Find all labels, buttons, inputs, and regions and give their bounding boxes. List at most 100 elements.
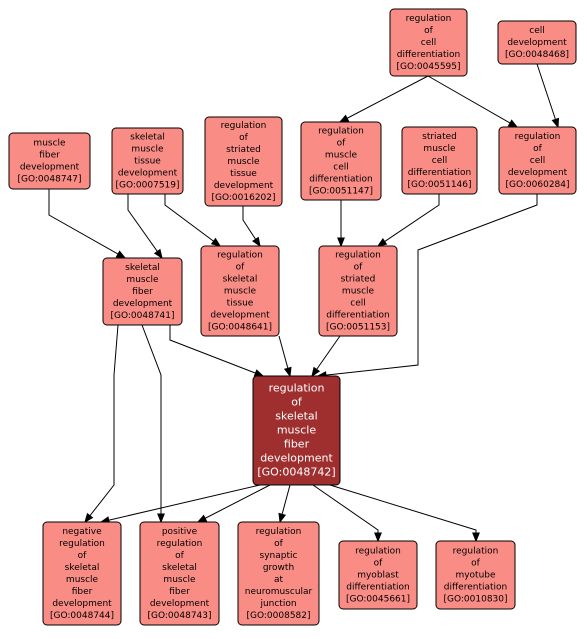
node-label-line: of: [291, 396, 303, 409]
node-label-line: differentiation: [326, 311, 389, 321]
edge-arrowhead: [252, 236, 261, 248]
node-label-line: of: [78, 551, 88, 561]
go-term-node-striated-muscle-cell-diff[interactable]: striatedmusclecelldifferentiation[GO:005…: [401, 126, 478, 195]
edge-line: [100, 484, 261, 523]
node-box: [435, 540, 516, 610]
node-label-line: skeletal: [130, 133, 165, 143]
node-label-line: fiber: [72, 587, 93, 597]
node-label-line: of: [424, 26, 434, 36]
node-label-line: regulation: [318, 127, 364, 137]
edge-muscle_fiber_dev-to-skel_muscle_fiber_dev: [48, 189, 127, 259]
go-term-node-reg-muscle-cell-diff[interactable]: regulationofmusclecelldifferentiation[GO…: [300, 121, 382, 201]
node-label-line: regulation: [355, 547, 401, 557]
node-box: [204, 116, 283, 207]
edge-reg_striated_muscle_tissue_dev-to-reg_skel_muscle_tissue_dev: [242, 206, 261, 248]
node-box: [252, 375, 341, 486]
edge-focus-to-neg_reg: [99, 484, 261, 524]
go-term-node-neg-reg[interactable]: negativeregulationofskeletalmusclefiberd…: [42, 521, 122, 626]
edge-arrowhead: [210, 237, 222, 247]
node-label-line: muscle: [224, 287, 257, 297]
node-label-line: cell: [529, 26, 545, 36]
edge-arrowhead: [115, 250, 127, 259]
node-label-line: regulation: [157, 539, 203, 549]
node-go-id: [GO:0051146]: [407, 180, 471, 190]
edge-skel_muscle_fiber_dev-to-pos_reg: [141, 324, 165, 524]
node-go-id: [GO:0048747]: [17, 175, 81, 185]
node-label-line: development: [118, 169, 178, 179]
edge-line: [312, 484, 379, 541]
go-term-node-reg-cell-diff[interactable]: regulationofcelldifferentiation[GO:00455…: [389, 8, 468, 77]
edge-line: [329, 484, 477, 541]
node-label-line: regulation: [515, 132, 561, 142]
edge-line: [141, 324, 162, 522]
node-label-line: development: [20, 163, 80, 173]
go-term-node-skel-muscle-fiber-dev[interactable]: skeletalmusclefiberdevelopment[GO:004874…: [102, 257, 183, 326]
node-label-line: development: [150, 599, 210, 609]
node-go-id: [GO:0008582]: [246, 611, 310, 621]
node-label-line: differentiation: [346, 583, 409, 593]
edge-reg_cell_diff-to-reg_cell_dev: [427, 75, 519, 128]
node-label-line: skeletal: [65, 563, 100, 573]
edge-skel_muscle_tissue_dev-to-reg_skel_muscle_tissue_dev: [164, 194, 222, 247]
node-label-line: growth: [263, 563, 294, 573]
go-term-node-focus[interactable]: regulationofskeletalmusclefiberdevelopme…: [252, 375, 341, 486]
node-label-line: regulation: [217, 251, 263, 261]
go-term-node-reg-myoblast[interactable]: regulationofmyoblastdifferentiation[GO:0…: [338, 540, 418, 610]
node-label-line: muscle: [33, 139, 66, 149]
node-label-line: muscle: [66, 575, 99, 585]
node-box: [8, 132, 91, 190]
node-label-line: regulation: [256, 527, 302, 537]
node-label-line: myoblast: [357, 571, 399, 581]
node-label-line: muscle: [342, 287, 375, 297]
node-label-line: striated: [422, 132, 457, 142]
node-label-line: myotube: [455, 571, 496, 581]
edge-arrowhead: [374, 532, 382, 543]
node-label-line: of: [239, 133, 249, 143]
go-term-node-reg-skel-muscle-tissue-dev[interactable]: regulationofskeletalmuscletissuedevelopm…: [200, 245, 280, 337]
edge-line: [427, 75, 518, 128]
node-label-line: development: [507, 38, 567, 48]
edge-arrowhead: [472, 532, 480, 543]
edge-arrowhead: [278, 512, 287, 524]
edge-arrowhead: [551, 117, 560, 129]
node-label-line: of: [533, 144, 543, 154]
node-label-line: of: [354, 263, 364, 273]
edge-focus-to-reg_myotube: [329, 484, 480, 543]
node-label-line: of: [274, 539, 284, 549]
edge-line: [197, 484, 271, 523]
edge-reg_striated_muscle_cell_diff-to-focus: [311, 335, 341, 378]
node-label-line: development: [52, 599, 112, 609]
node-label-line: of: [374, 559, 384, 569]
node-go-id: [GO:0048744]: [50, 611, 114, 621]
go-term-node-reg-myotube[interactable]: regulationofmyotubedifferentiation[GO:00…: [435, 540, 516, 610]
go-term-node-reg-striated-muscle-cell-diff[interactable]: regulationofstriatedmusclecelldifferenti…: [318, 245, 398, 337]
node-label-line: muscle: [325, 151, 358, 161]
go-term-node-reg-striated-muscle-tissue-dev[interactable]: regulationofstriatedmuscletissuedevelopm…: [204, 116, 283, 207]
edges-layer: [48, 63, 560, 543]
edge-arrowhead: [337, 237, 345, 248]
go-term-node-skel-muscle-tissue-dev[interactable]: skeletalmuscletissuedevelopment[GO:00075…: [111, 127, 184, 195]
node-box: [498, 126, 577, 195]
edge-line: [536, 63, 559, 128]
node-label-line: skeletal: [223, 275, 258, 285]
edge-reg_skel_muscle_tissue_dev-to-focus: [278, 335, 292, 378]
node-box: [338, 540, 418, 610]
edge-line: [127, 194, 163, 259]
edge-arrowhead: [507, 119, 519, 128]
node-label-line: skeletal: [162, 563, 197, 573]
node-go-id: [GO:0048641]: [208, 323, 272, 333]
node-go-id: [GO:0051153]: [326, 323, 390, 333]
go-term-node-reg-synaptic[interactable]: regulationofsynapticgrowthatneuromuscula…: [237, 521, 320, 626]
node-label-line: of: [337, 139, 347, 149]
node-label-line: development: [210, 311, 270, 321]
edge-reg_cell_diff-to-reg_muscle_cell_diff: [338, 75, 429, 123]
node-label-line: cell: [530, 156, 546, 166]
go-term-node-pos-reg[interactable]: positiveregulationofskeletalmusclefiberd…: [139, 521, 220, 626]
node-label-line: fiber: [132, 287, 153, 297]
node-label-line: differentiation: [408, 168, 471, 178]
node-box: [139, 521, 220, 626]
edge-arrowhead: [338, 114, 350, 123]
